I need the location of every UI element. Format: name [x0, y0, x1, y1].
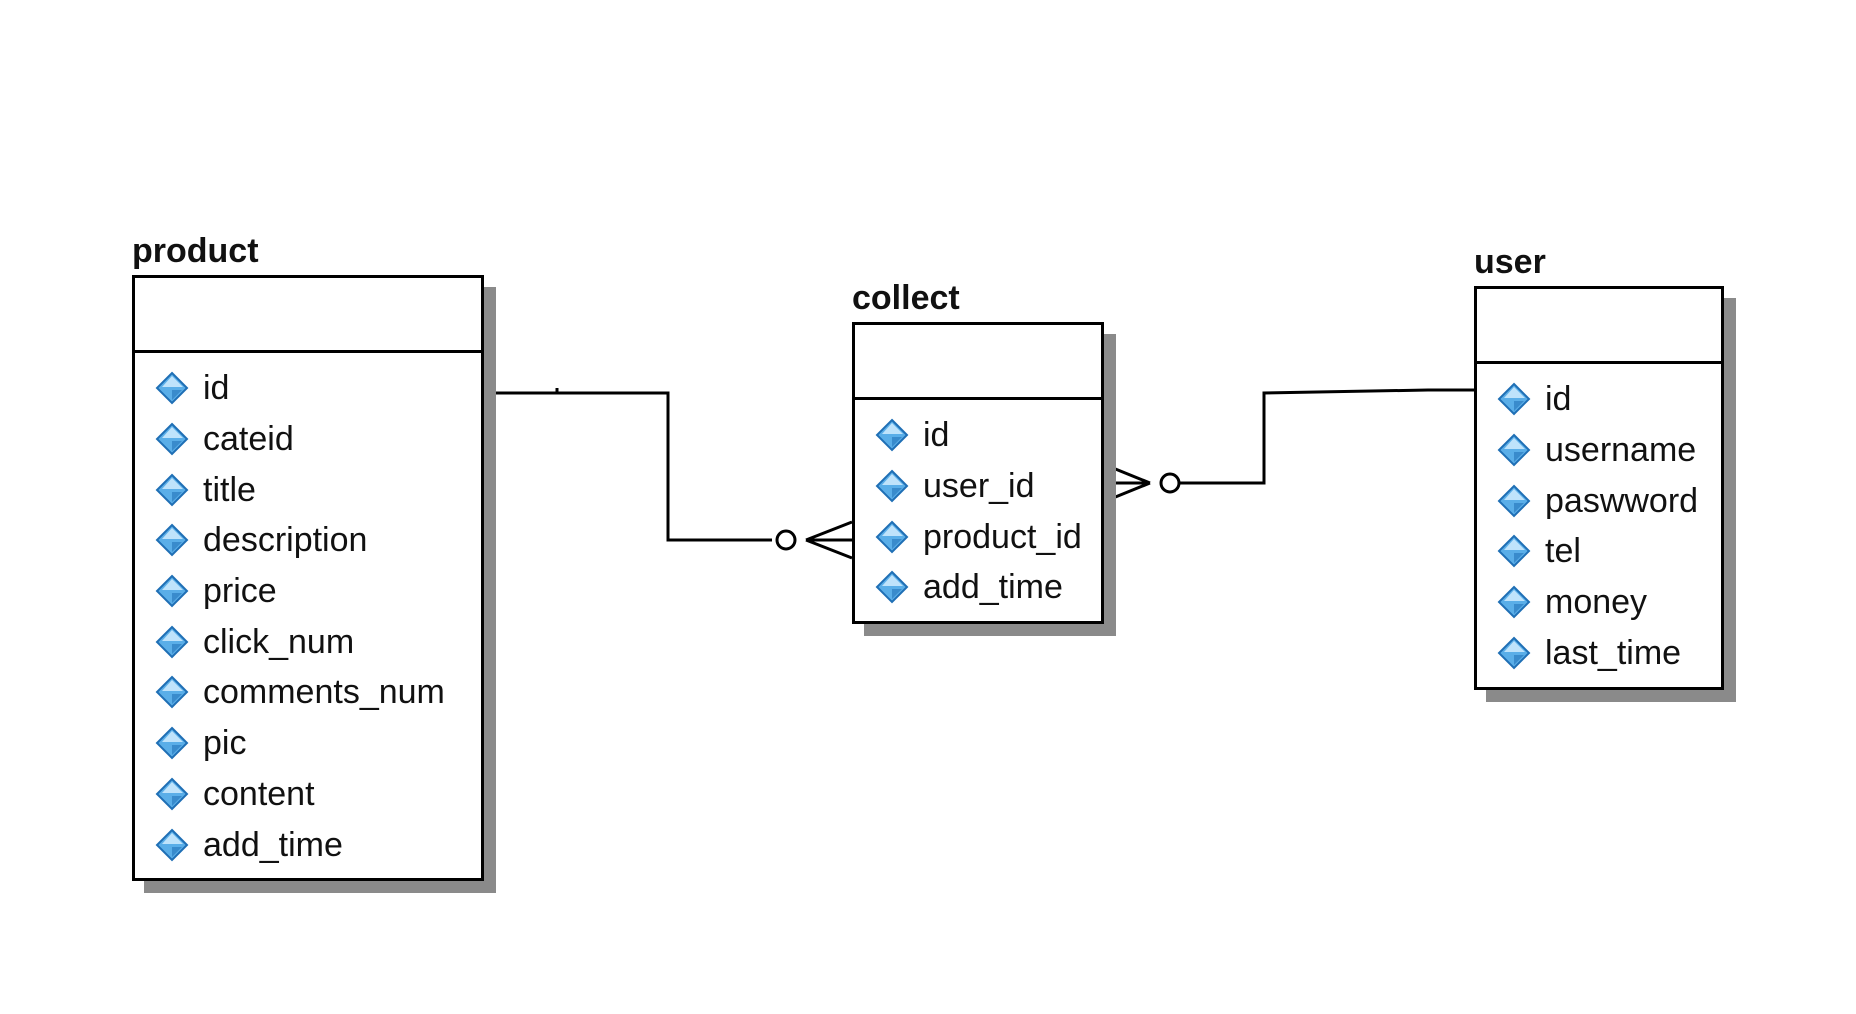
field-label: username — [1545, 431, 1697, 470]
attribute-diamond-icon — [1497, 382, 1531, 416]
entity-header — [135, 278, 481, 353]
field-row-user-last_time[interactable]: last_time — [1477, 627, 1721, 678]
field-label: id — [1545, 380, 1572, 419]
entity-header — [1477, 289, 1721, 364]
crowfoot-line — [1107, 464, 1151, 485]
crowfoot-line — [805, 538, 853, 560]
field-row-product-content[interactable]: content — [135, 769, 481, 820]
crowfoot-line — [1107, 481, 1151, 502]
field-row-product-cateid[interactable]: cateid — [135, 414, 481, 465]
field-row-collect-user_id[interactable]: user_id — [855, 461, 1101, 512]
attribute-diamond-icon — [1497, 636, 1531, 670]
field-label: description — [203, 521, 368, 560]
field-row-product-pic[interactable]: pic — [135, 718, 481, 769]
attribute-diamond-icon — [875, 418, 909, 452]
attribute-diamond-icon — [155, 574, 189, 608]
field-label: comments_num — [203, 673, 445, 712]
attribute-diamond-icon — [155, 473, 189, 507]
entity-user[interactable]: id username paswword tel money last_time — [1474, 286, 1724, 690]
attribute-diamond-icon — [875, 469, 909, 503]
field-label: title — [203, 470, 256, 509]
field-row-product-id[interactable]: id — [135, 363, 481, 414]
field-label: add_time — [203, 825, 343, 864]
field-label: money — [1545, 583, 1648, 622]
field-label: add_time — [923, 568, 1063, 607]
field-row-user-id[interactable]: id — [1477, 374, 1721, 425]
field-row-collect-product_id[interactable]: product_id — [855, 511, 1101, 562]
field-label: click_num — [203, 622, 355, 661]
field-row-collect-id[interactable]: id — [855, 410, 1101, 461]
field-label: content — [203, 774, 315, 813]
entity-title-product: product — [132, 232, 259, 270]
field-row-product-click_num[interactable]: click_num — [135, 616, 481, 667]
attribute-diamond-icon — [155, 625, 189, 659]
attribute-diamond-icon — [1497, 433, 1531, 467]
attribute-diamond-icon — [875, 570, 909, 604]
attribute-diamond-icon — [1497, 484, 1531, 518]
relationship-product-collect — [482, 380, 853, 560]
entity-title-user: user — [1474, 243, 1546, 281]
field-label: id — [923, 416, 950, 455]
relationship-user-collect — [1107, 388, 1474, 502]
field-row-user-paswword[interactable]: paswword — [1477, 475, 1721, 526]
attribute-diamond-icon — [155, 828, 189, 862]
attribute-diamond-icon — [155, 422, 189, 456]
field-label: price — [203, 572, 277, 611]
field-label: user_id — [923, 467, 1035, 506]
field-label: product_id — [923, 517, 1082, 556]
field-row-product-comments_num[interactable]: comments_num — [135, 667, 481, 718]
attribute-diamond-icon — [1497, 534, 1531, 568]
attribute-diamond-icon — [155, 777, 189, 811]
field-label: cateid — [203, 420, 294, 459]
field-list: id user_id product_id add_time — [855, 400, 1101, 613]
field-row-user-username[interactable]: username — [1477, 425, 1721, 476]
field-label: id — [203, 369, 230, 408]
relationship-line — [490, 391, 772, 542]
field-label: paswword — [1545, 481, 1699, 520]
attribute-diamond-icon — [155, 523, 189, 557]
relationship-line — [1180, 388, 1474, 485]
field-row-user-tel[interactable]: tel — [1477, 526, 1721, 577]
field-row-product-description[interactable]: description — [135, 515, 481, 566]
field-label: tel — [1545, 532, 1581, 571]
entity-header — [855, 325, 1101, 400]
field-label: pic — [203, 724, 247, 763]
field-label: last_time — [1545, 633, 1682, 672]
attribute-diamond-icon — [155, 675, 189, 709]
cardinality-zero-circle — [1159, 472, 1181, 494]
field-row-user-money[interactable]: money — [1477, 577, 1721, 628]
attribute-diamond-icon — [1497, 585, 1531, 619]
field-row-product-title[interactable]: title — [135, 464, 481, 515]
field-row-product-add_time[interactable]: add_time — [135, 819, 481, 870]
cardinality-zero-circle — [775, 529, 797, 551]
field-row-product-price[interactable]: price — [135, 566, 481, 617]
attribute-diamond-icon — [155, 371, 189, 405]
attribute-diamond-icon — [875, 520, 909, 554]
entity-title-collect: collect — [852, 279, 960, 317]
crowfoot-line — [805, 520, 853, 542]
entity-collect[interactable]: id user_id product_id add_time — [852, 322, 1104, 624]
attribute-diamond-icon — [155, 726, 189, 760]
field-row-collect-add_time[interactable]: add_time — [855, 562, 1101, 613]
field-list: id username paswword tel money last_time — [1477, 364, 1721, 678]
